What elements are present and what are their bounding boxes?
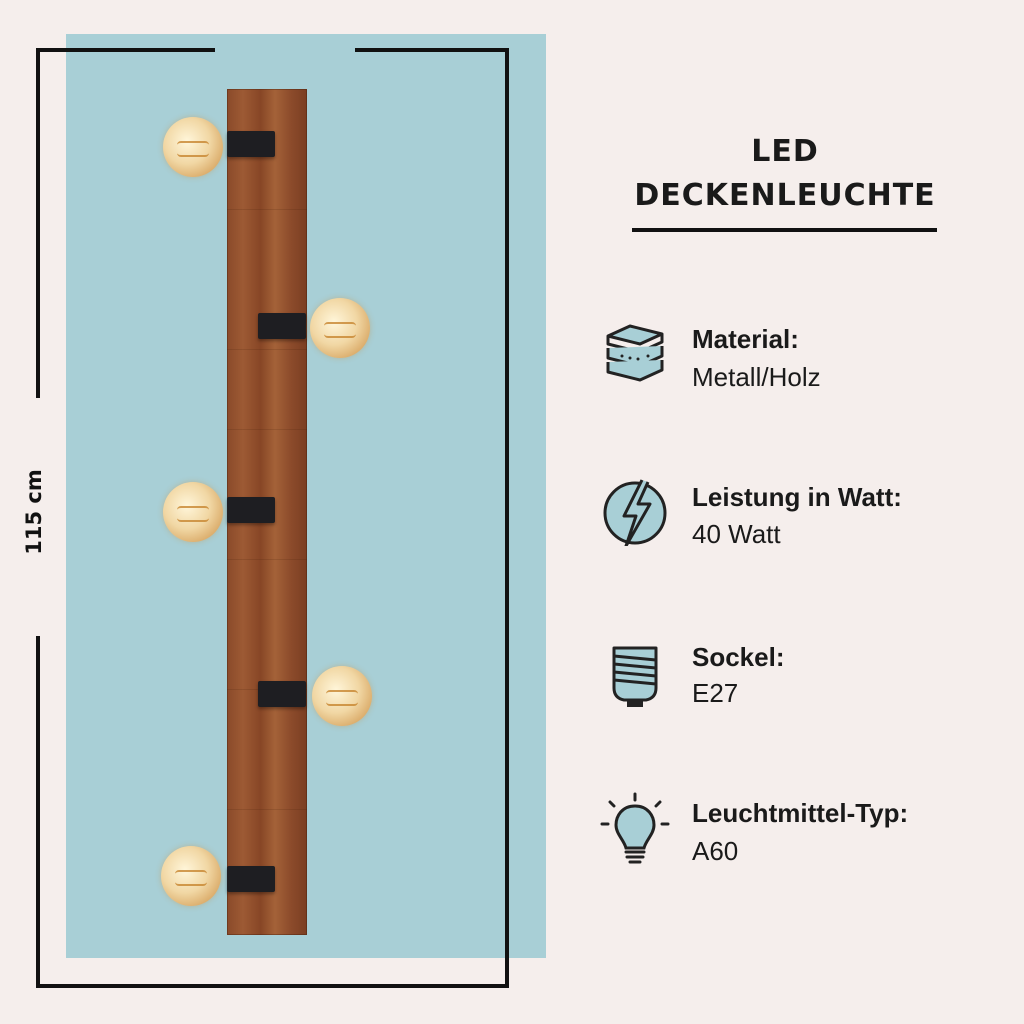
bulb-type-label: Leuchtmittel-Typ:: [692, 798, 909, 828]
light-bulb: [163, 117, 223, 177]
dimension-line-top-left: [36, 48, 215, 52]
heading-line-2: DECKENLEUCHTE: [634, 178, 936, 213]
dimension-line-right: [505, 48, 509, 988]
layers-icon: [600, 318, 670, 388]
socket-value: E27: [692, 678, 739, 708]
light-bulb-icon: [600, 792, 670, 864]
lightning-icon: [600, 476, 670, 548]
heading-underline: [632, 228, 937, 232]
lamp-socket: [227, 866, 275, 892]
lamp-socket: [258, 681, 306, 707]
heading-line-1: LED: [751, 134, 819, 169]
material-value: Metall/Holz: [692, 362, 821, 392]
dimension-line-top-right: [355, 48, 509, 52]
material-label: Material:: [692, 324, 799, 354]
light-bulb: [312, 666, 372, 726]
light-bulb: [161, 846, 221, 906]
lamp-socket: [258, 313, 306, 339]
wattage-label: Leistung in Watt:: [692, 482, 902, 512]
wattage-value: 40 Watt: [692, 519, 781, 549]
bulb-type-value: A60: [692, 836, 739, 866]
socket-label: Sockel:: [692, 642, 785, 672]
lamp-socket: [227, 131, 275, 157]
dimension-line-left-lower: [36, 636, 40, 988]
socket-thread-icon: [600, 642, 670, 712]
lamp-socket: [227, 497, 275, 523]
height-dimension-label: 115 cm: [22, 469, 46, 555]
dimension-line-bottom: [36, 984, 509, 988]
dimension-line-left-upper: [36, 48, 40, 398]
light-bulb: [163, 482, 223, 542]
light-bulb: [310, 298, 370, 358]
